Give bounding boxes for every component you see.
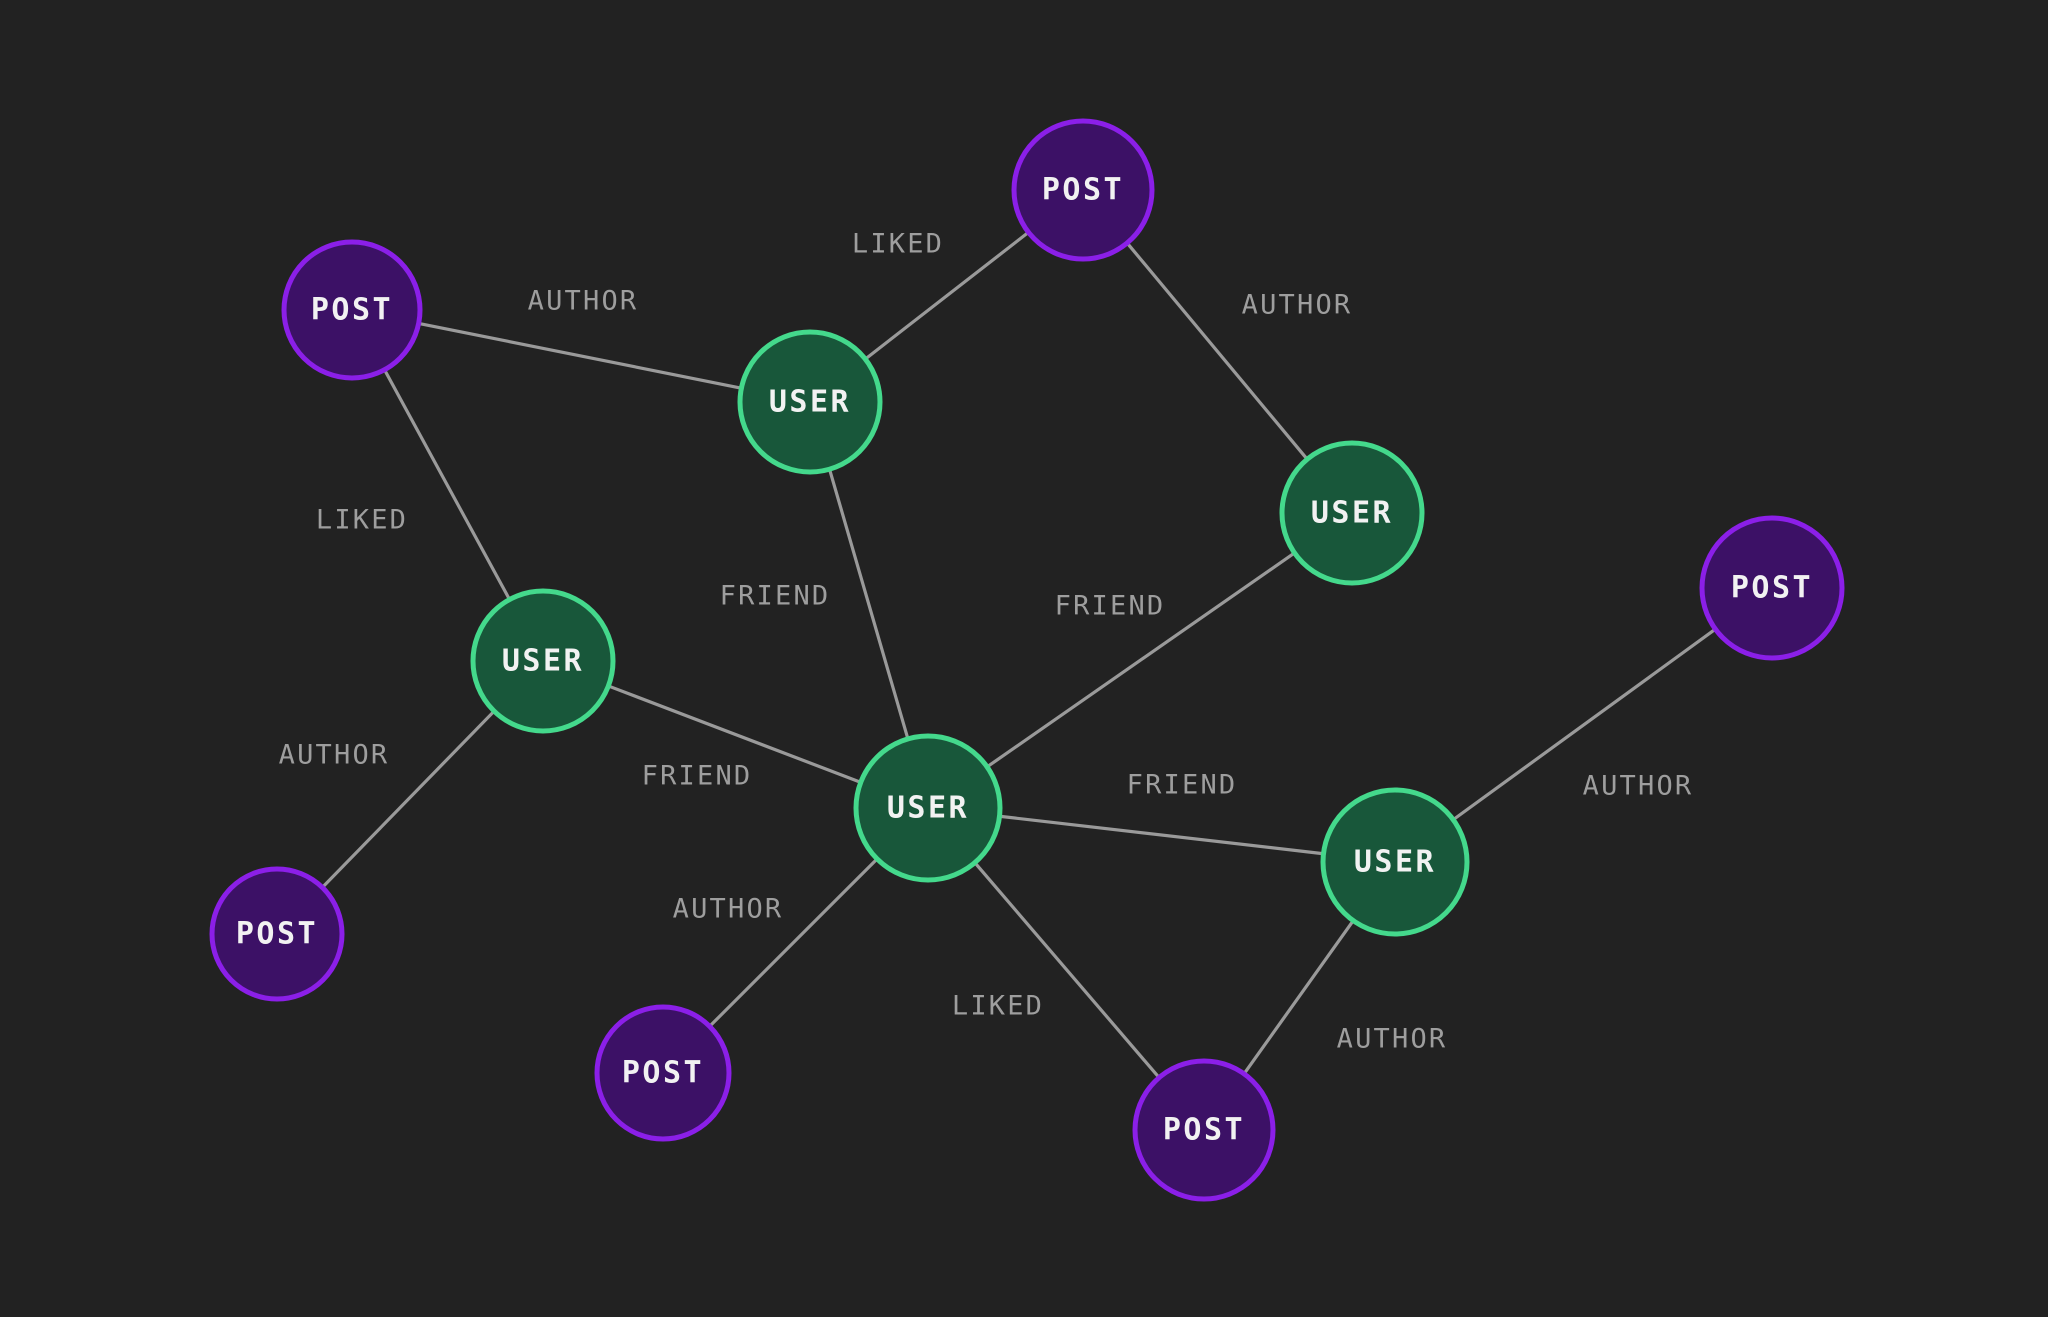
graph-node-user[interactable]: USER [1320,787,1470,937]
node-label: POST [311,293,393,328]
edge-label-liked: LIKED [952,991,1044,1022]
graph-node-user[interactable]: USER [470,588,616,734]
node-circle-post[interactable] [209,866,345,1002]
edge-label-friend: FRIEND [642,761,753,792]
edge-label-author: AUTHOR [528,286,639,317]
graph-edge-friend[interactable] [999,814,1324,856]
node-label: POST [236,917,318,952]
edge-labels-layer: AUTHOR LIKED AUTHOR LIKED FRIEND FRIEND FRIEND… [279,229,1694,1055]
edge-label-liked: LIKED [316,505,408,536]
node-circle-post[interactable] [1011,118,1155,262]
node-circle-user[interactable] [1320,787,1470,937]
edge-label-author: AUTHOR [1337,1024,1448,1055]
graph-node-post[interactable]: POST [281,239,423,381]
graph-node-post[interactable]: POST [1132,1058,1276,1202]
edge-label-friend: FRIEND [720,581,831,612]
node-label: POST [1042,173,1124,208]
graph-edge-author[interactable] [419,322,742,390]
graph-node-post[interactable]: POST [1699,515,1845,661]
node-circle-user[interactable] [737,329,883,475]
node-label: POST [1731,571,1813,606]
node-label: POST [622,1056,704,1091]
graph-node-post[interactable]: POST [209,866,345,1002]
graph-node-user[interactable]: USER [737,329,883,475]
graph-edge-friend[interactable] [987,552,1295,768]
node-circle-post[interactable] [594,1004,732,1142]
node-label: USER [502,644,584,679]
edge-label-liked: LIKED [852,229,944,260]
graph-node-post[interactable]: POST [1011,118,1155,262]
edge-label-author: AUTHOR [1242,290,1353,321]
edge-label-author: AUTHOR [279,740,390,771]
node-circle-post[interactable] [1699,515,1845,661]
graph-node-user[interactable]: USER [853,733,1003,883]
edges-layer [322,231,1716,1078]
graph-edge-author[interactable] [1243,920,1354,1074]
graph-edge-friend[interactable] [608,685,861,784]
nodes-layer: POST POST USER USER POST USER USER USER POST POST… [209,118,1845,1202]
graph-node-user[interactable]: USER [1279,440,1425,586]
node-circle-user[interactable] [1279,440,1425,586]
edge-label-author: AUTHOR [1583,771,1694,802]
graph-edge-liked[interactable] [383,369,511,600]
edge-label-friend: FRIEND [1055,591,1166,622]
node-label: USER [887,791,969,826]
node-label: POST [1163,1113,1245,1148]
graph-edge-friend[interactable] [828,469,909,739]
node-circle-post[interactable] [1132,1058,1276,1202]
graph-node-post[interactable]: POST [594,1004,732,1142]
graph-edge-author[interactable] [1126,242,1308,460]
graph-edge-liked[interactable] [865,231,1029,360]
graph-edge-author[interactable] [1453,628,1716,821]
node-circle-post[interactable] [281,239,423,381]
node-label: USER [769,385,851,420]
edge-label-author: AUTHOR [673,894,784,925]
node-label: USER [1354,845,1436,880]
graph-edge-liked[interactable] [974,862,1160,1078]
graph-edge-author[interactable] [709,858,878,1027]
node-circle-user[interactable] [470,588,616,734]
edge-label-friend: FRIEND [1127,770,1238,801]
node-circle-user[interactable] [853,733,1003,883]
node-label: USER [1311,496,1393,531]
graph-edge-author[interactable] [322,710,495,888]
